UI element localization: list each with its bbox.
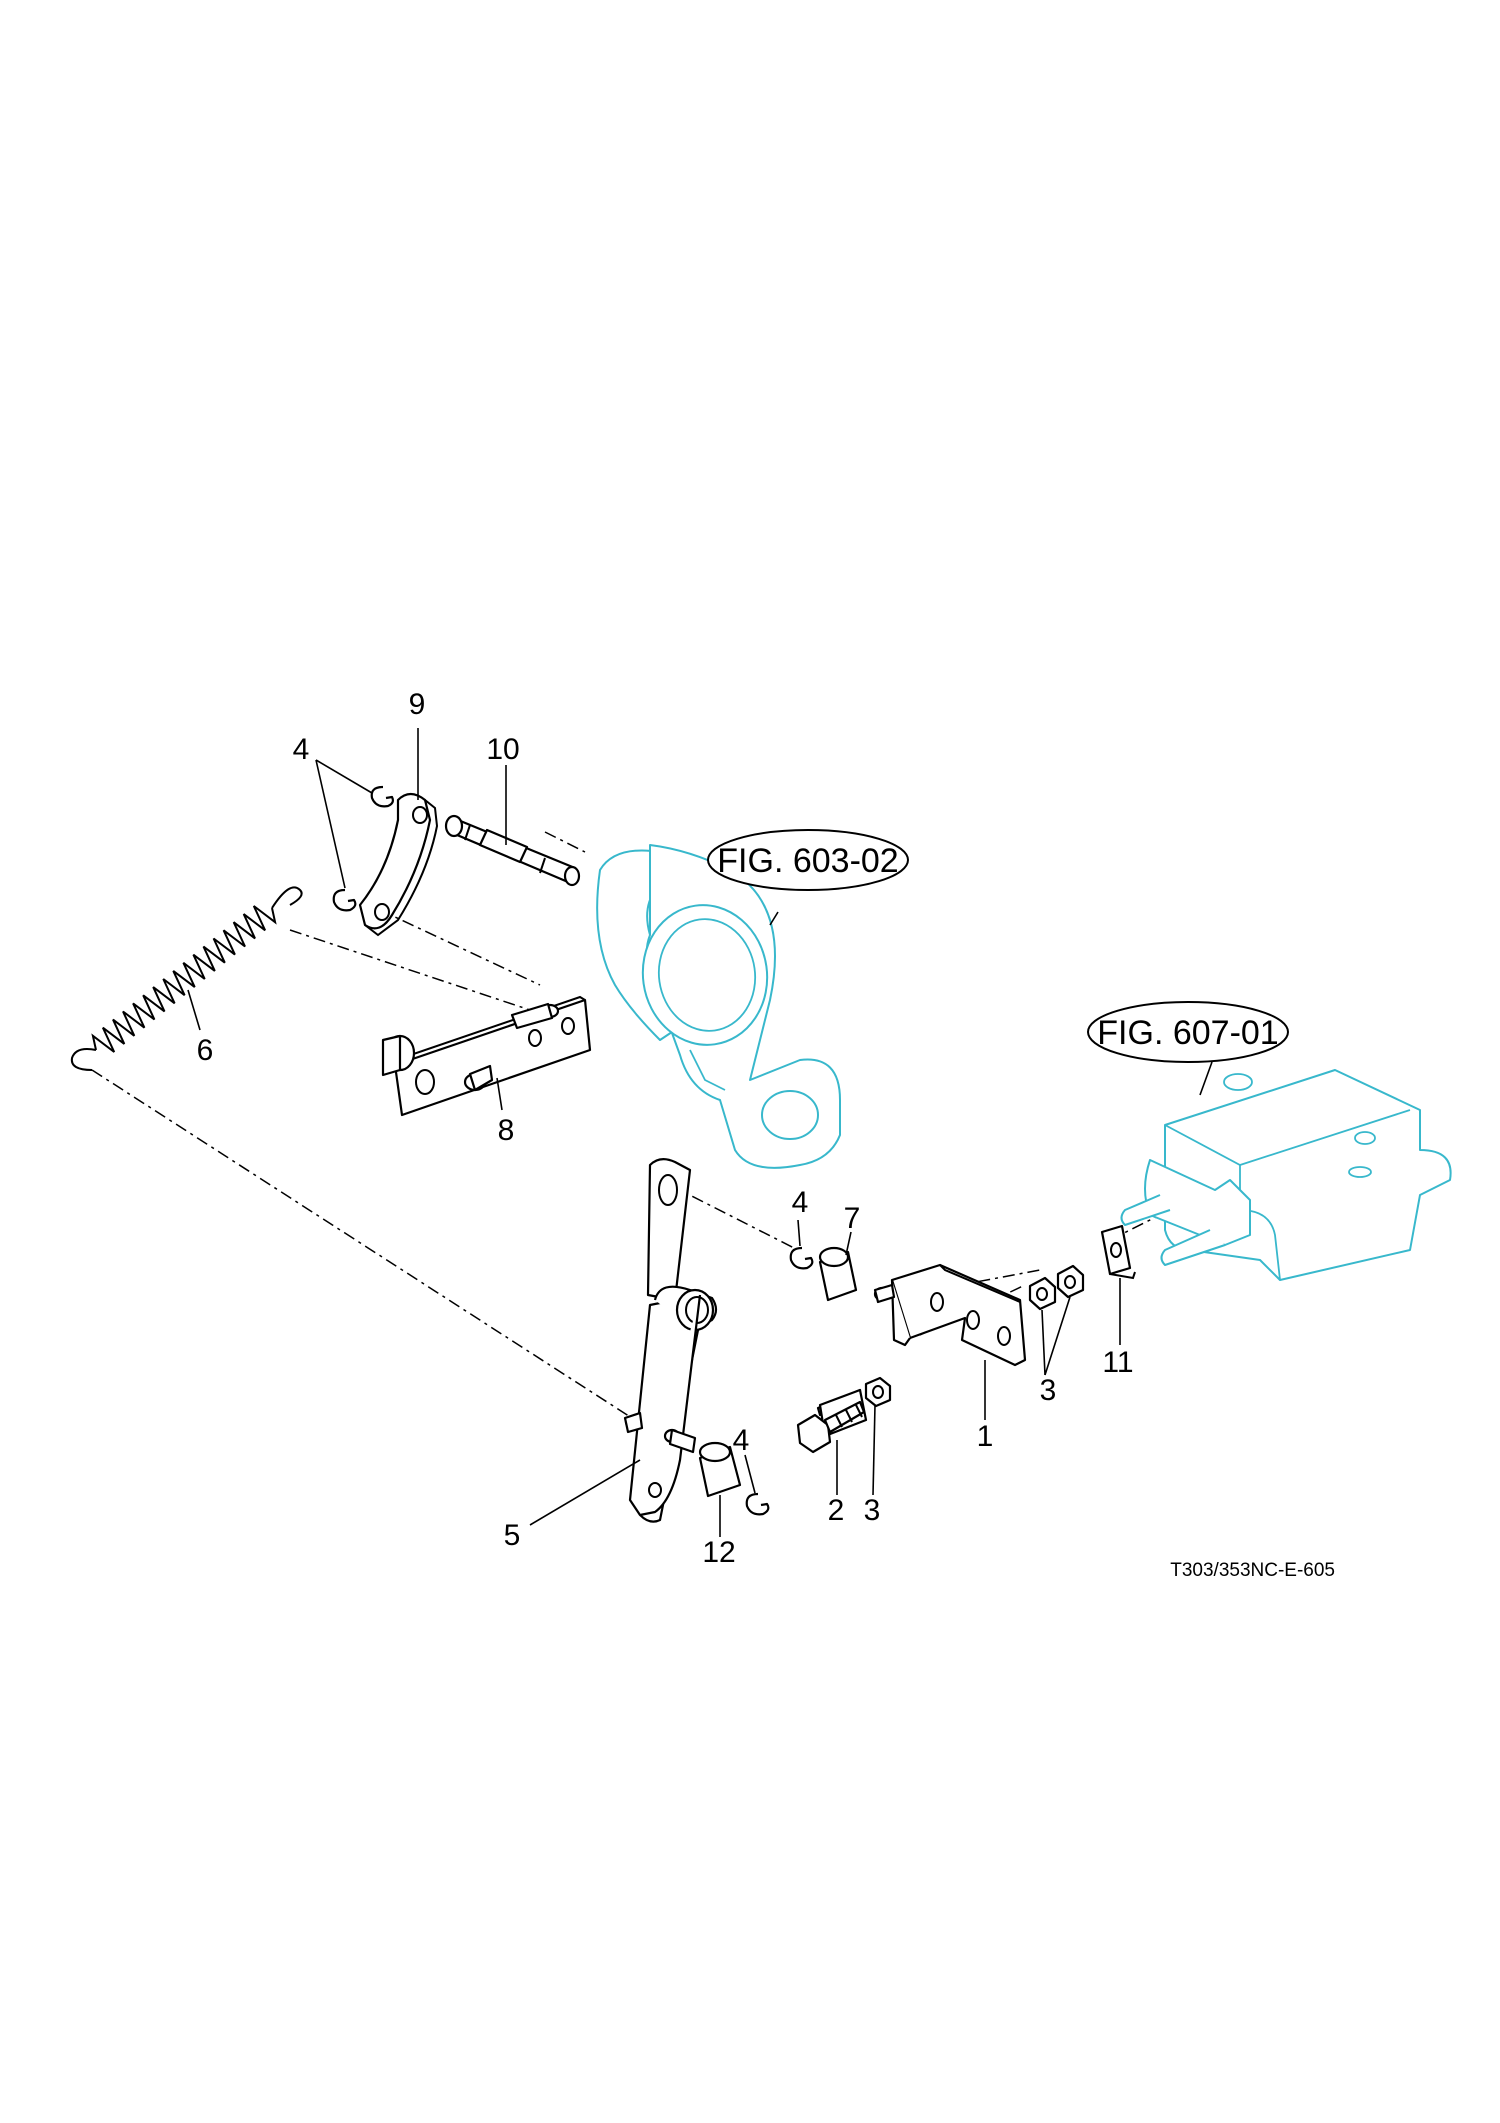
figure-ref-607-01-outline [1087, 1001, 1289, 1063]
callout-4-middle: 4 [792, 1186, 809, 1219]
callout-3-left: 3 [864, 1494, 881, 1527]
callout-11: 11 [1102, 1346, 1133, 1379]
reference-housing-603-02 [596, 844, 841, 1169]
part-12-bushing [698, 1441, 742, 1498]
figure-ref-607-01[interactable]: FIG. 607-01 [1087, 1001, 1289, 1063]
part-10-shaft [444, 814, 581, 887]
part-2-bolt [796, 1388, 868, 1454]
callout-2: 2 [828, 1494, 845, 1527]
drawing-code: T303/353NC-E-605 [1170, 1560, 1335, 1581]
callout-4-top: 4 [293, 733, 310, 766]
callout-8: 8 [498, 1114, 515, 1147]
callout-9: 9 [409, 688, 426, 721]
figure-ref-603-02-label: FIG. 603-02 [717, 842, 898, 880]
part-5-lever [623, 1158, 718, 1523]
callout-10: 10 [486, 733, 519, 766]
part-1-bracket [873, 1263, 1027, 1367]
part-7-bushing [818, 1246, 858, 1302]
part-9-link [358, 792, 439, 937]
reference-valve-607-01 [1120, 1069, 1452, 1281]
callout-3-right: 3 [1040, 1374, 1057, 1407]
figure-ref-603-02[interactable]: FIG. 603-02 [707, 829, 909, 891]
leader-lines [187, 728, 1213, 1537]
figure-ref-603-02-outline [707, 829, 909, 891]
callout-6: 6 [197, 1034, 214, 1067]
callout-1: 1 [977, 1420, 994, 1453]
part-4-snap-rings [332, 785, 814, 1516]
part-11-washer [1100, 1224, 1136, 1280]
part-6-spring [70, 886, 303, 1071]
callout-7: 7 [844, 1202, 861, 1235]
part-8-plate [381, 995, 592, 1117]
part-3-nuts [864, 1264, 1085, 1408]
callout-numbers: 9 4 10 6 8 4 7 5 4 12 2 3 1 3 11 [197, 688, 1134, 1569]
figure-ref-607-01-label: FIG. 607-01 [1097, 1014, 1278, 1052]
callout-4-bottom: 4 [733, 1424, 750, 1457]
callout-5: 5 [504, 1519, 521, 1552]
callout-12: 12 [702, 1536, 735, 1569]
